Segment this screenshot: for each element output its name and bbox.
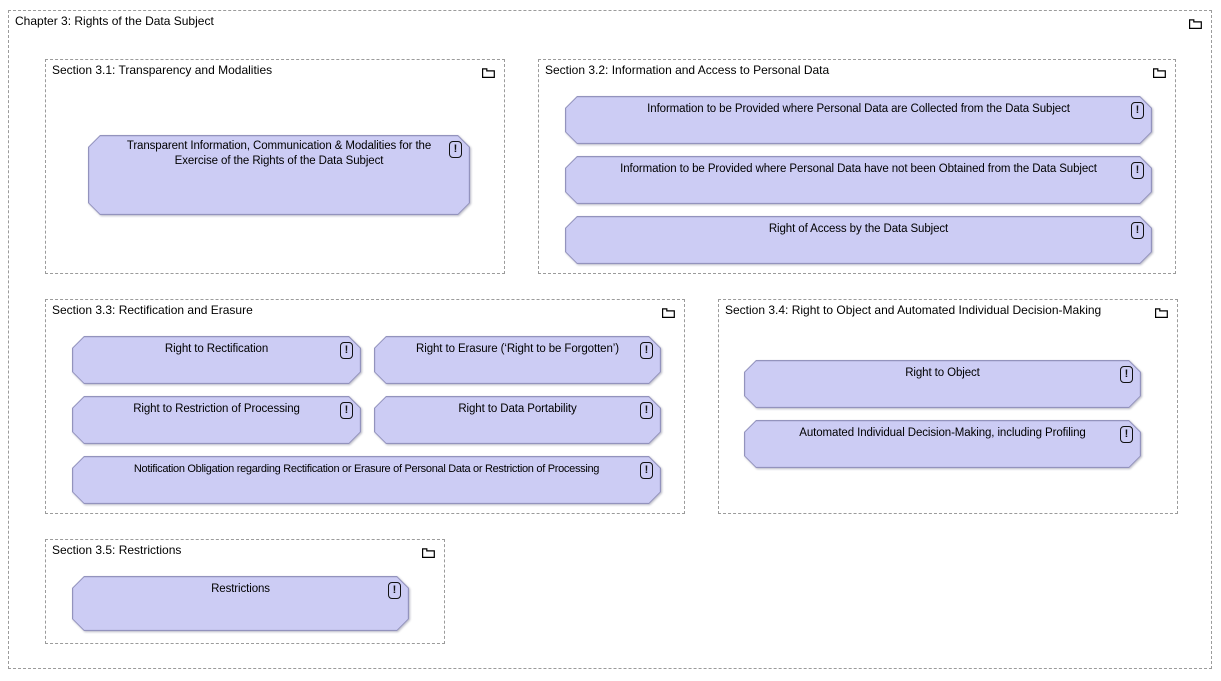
section-3-2-group[interactable]: Section 3.2: Information and Access to P… <box>538 59 1176 274</box>
requirement-shape-fill <box>745 421 1140 467</box>
requirement-label: Notification Obligation regarding Rectif… <box>133 463 600 475</box>
requirement-shape-fill <box>73 397 360 443</box>
requirement-box-notification-obligation[interactable]: Notification Obligation regarding Rectif… <box>72 456 661 504</box>
requirement-icon: ! <box>1131 162 1144 179</box>
requirement-box-right-to-object[interactable]: Right to Object ! <box>744 360 1141 408</box>
requirement-shape-fill <box>566 217 1151 263</box>
requirement-shape-fill <box>566 157 1151 203</box>
requirement-icon: ! <box>1131 222 1144 239</box>
requirement-box-info-not-obtained[interactable]: Information to be Provided where Persona… <box>565 156 1152 204</box>
requirement-box-right-of-access[interactable]: Right of Access by the Data Subject ! <box>565 216 1152 264</box>
requirement-box-erasure[interactable]: Right to Erasure (‘Right to be Forgotten… <box>374 336 661 384</box>
requirement-shape-fill <box>73 577 408 630</box>
requirement-icon: ! <box>1131 102 1144 119</box>
requirement-label: Information to be Provided where Persona… <box>647 103 1070 115</box>
folder-icon <box>1154 306 1169 319</box>
section-3-3-group[interactable]: Section 3.3: Rectification and Erasure R… <box>45 299 685 514</box>
chapter-title: Chapter 3: Rights of the Data Subject <box>15 14 214 28</box>
requirement-box-rectification[interactable]: Right to Rectification ! <box>72 336 361 384</box>
section-3-1-group[interactable]: Section 3.1: Transparency and Modalities… <box>45 59 505 274</box>
requirement-box-data-portability[interactable]: Right to Data Portability ! <box>374 396 661 444</box>
requirement-icon: ! <box>1120 426 1133 443</box>
requirement-icon: ! <box>388 582 401 599</box>
requirement-box-transparent-information[interactable]: Transparent Information, Communication &… <box>88 135 470 215</box>
folder-icon <box>1188 17 1203 30</box>
section-3-5-group[interactable]: Section 3.5: Restrictions Restrictions ! <box>45 539 445 644</box>
requirement-label: Right of Access by the Data Subject <box>768 223 949 235</box>
requirement-shape-fill <box>73 337 360 383</box>
folder-icon <box>661 306 676 319</box>
requirement-icon: ! <box>340 342 353 359</box>
requirement-label: Restrictions <box>211 583 270 595</box>
requirement-icon: ! <box>1120 366 1133 383</box>
requirement-icon: ! <box>640 402 653 419</box>
requirement-icon: ! <box>340 402 353 419</box>
section-title: Section 3.4: Right to Object and Automat… <box>725 303 1102 317</box>
requirement-label: Right to Restriction of Processing <box>133 403 300 415</box>
requirement-shape-fill <box>745 361 1140 407</box>
requirement-shape-fill <box>566 97 1151 143</box>
section-title: Section 3.2: Information and Access to P… <box>545 63 830 77</box>
requirement-label: Right to Rectification <box>164 343 269 355</box>
section-title: Section 3.3: Rectification and Erasure <box>52 303 253 317</box>
folder-icon <box>1152 66 1167 79</box>
requirement-shape-fill <box>375 397 660 443</box>
requirement-icon: ! <box>640 342 653 359</box>
section-title: Section 3.5: Restrictions <box>52 543 182 557</box>
requirement-shape-fill <box>89 136 469 214</box>
requirement-shape-fill <box>375 337 660 383</box>
requirement-label: Right to Erasure (‘Right to be Forgotten… <box>416 343 619 355</box>
requirement-box-restrictions[interactable]: Restrictions ! <box>72 576 409 631</box>
requirement-label: Transparent Information, Communication &… <box>126 140 432 167</box>
folder-icon <box>421 546 436 559</box>
folder-icon <box>481 66 496 79</box>
requirement-icon: ! <box>449 141 462 158</box>
requirement-label: Right to Data Portability <box>458 403 577 415</box>
requirement-label: Right to Object <box>905 367 980 379</box>
chapter-group[interactable]: Chapter 3: Rights of the Data Subject Se… <box>8 10 1212 669</box>
requirement-label: Information to be Provided where Persona… <box>620 163 1097 175</box>
requirement-shape-fill <box>73 457 660 503</box>
section-title: Section 3.1: Transparency and Modalities <box>52 63 273 77</box>
requirement-box-restriction-processing[interactable]: Right to Restriction of Processing ! <box>72 396 361 444</box>
requirement-label: Automated Individual Decision-Making, in… <box>799 427 1086 439</box>
requirement-box-automated-decision-making[interactable]: Automated Individual Decision-Making, in… <box>744 420 1141 468</box>
section-3-4-group[interactable]: Section 3.4: Right to Object and Automat… <box>718 299 1178 514</box>
requirement-icon: ! <box>640 462 653 479</box>
requirement-box-info-collected[interactable]: Information to be Provided where Persona… <box>565 96 1152 144</box>
